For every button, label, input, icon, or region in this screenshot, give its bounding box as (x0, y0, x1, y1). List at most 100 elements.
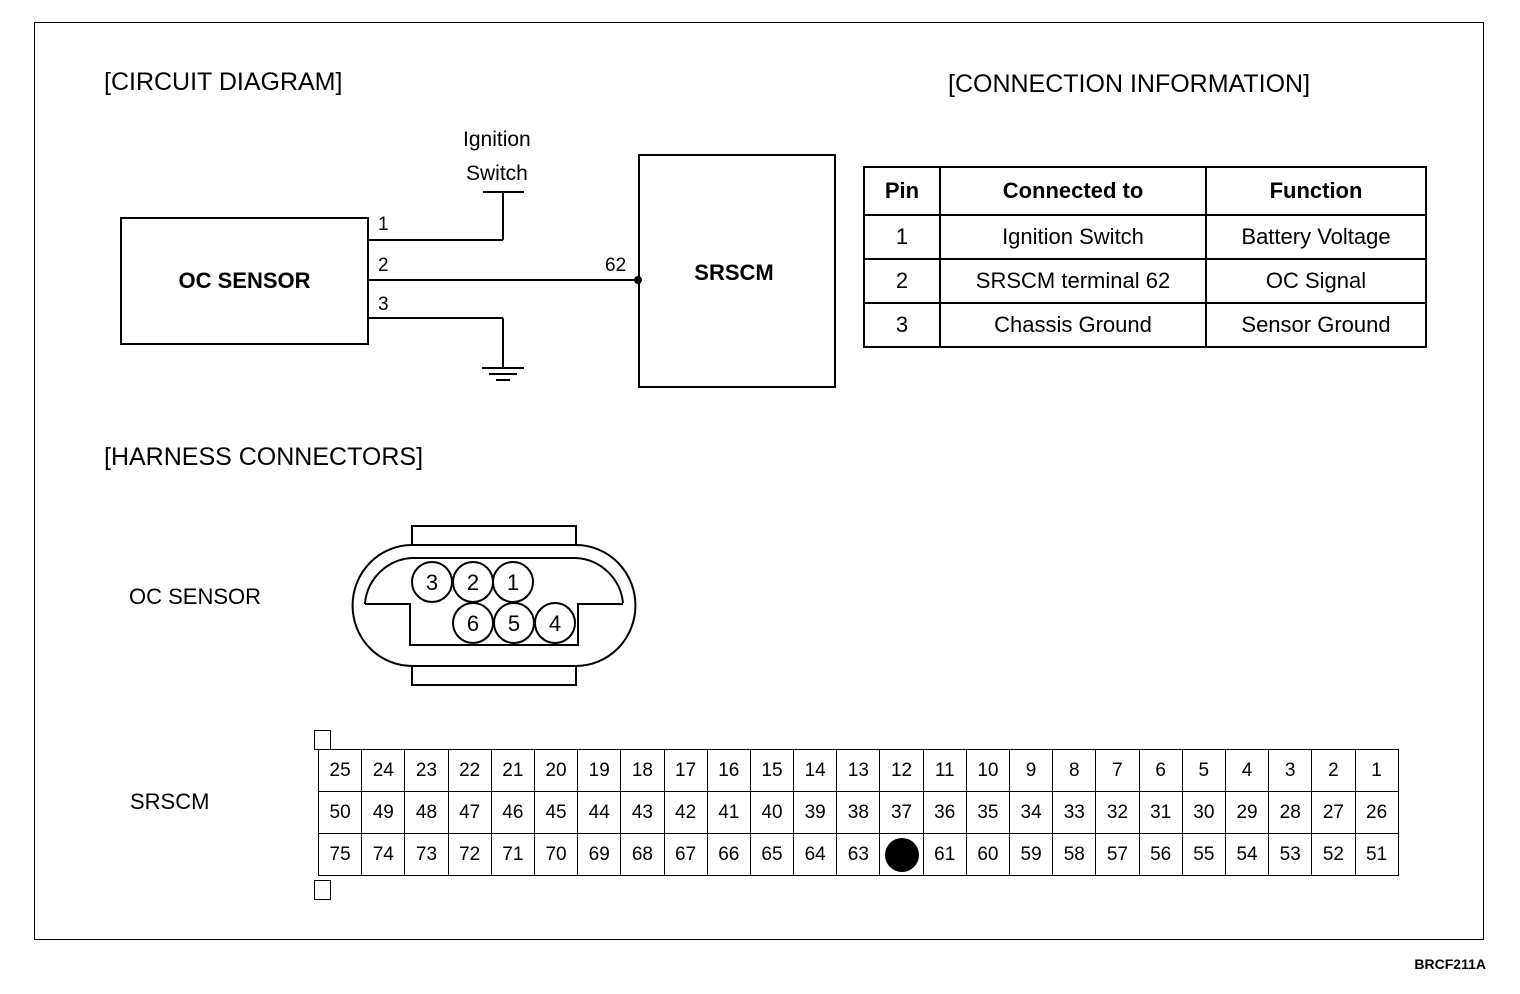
table-header-row: Pin Connected to Function (863, 166, 1427, 216)
pin-cell: 75 (318, 833, 363, 876)
pin-cell: 46 (490, 791, 535, 834)
connection-info-heading: [CONNECTION INFORMATION] (948, 70, 1311, 98)
pin-cell: 23 (404, 749, 449, 792)
pin-cell: 52 (1311, 833, 1356, 876)
pin-cell: 72 (447, 833, 492, 876)
pin-cell: 14 (793, 749, 838, 792)
figure-code: BRCF211A (1414, 956, 1486, 972)
terminal-62-label: 62 (605, 255, 627, 276)
pin-cell: 40 (749, 791, 795, 834)
highlighted-pin-dot (884, 837, 919, 872)
pin-cell: 68 (620, 833, 665, 876)
pin-cell: 15 (749, 749, 795, 792)
cell-function: OC Signal (1205, 258, 1427, 304)
pin-cell: 32 (1095, 791, 1140, 834)
pin-cell: 33 (1052, 791, 1097, 834)
table-row: 1 Ignition Switch Battery Voltage (863, 214, 1427, 260)
pin-cell: 4 (1224, 749, 1270, 792)
pin-cell: 25 (318, 749, 363, 792)
oc-sensor-connector-outline (351, 525, 637, 686)
pin-cell: 21 (490, 749, 535, 792)
pin-cell: 45 (533, 791, 579, 834)
cell-connected-to: SRSCM terminal 62 (939, 258, 1207, 304)
pin-cell: 57 (1095, 833, 1140, 876)
circuit-diagram-heading: [CIRCUIT DIAGRAM] (104, 68, 343, 96)
pin-cell: 56 (1138, 833, 1183, 876)
pin-cell: 55 (1181, 833, 1226, 876)
pin-cell: 42 (663, 791, 708, 834)
pin-cell: 20 (533, 749, 579, 792)
pin-cell: 5 (1181, 749, 1226, 792)
oc-pin-label: 3 (426, 570, 438, 595)
connection-info-table: Pin Connected to Function 1 Ignition Swi… (863, 166, 1427, 348)
oc-pin-label: 4 (549, 611, 561, 636)
pin-cell: 74 (361, 833, 406, 876)
pin-cell: 6 (1138, 749, 1183, 792)
pin1-label: 1 (378, 214, 389, 235)
oc-pin-label: 5 (508, 611, 520, 636)
pin-cell: 37 (879, 791, 924, 834)
cell-pin: 2 (863, 258, 941, 304)
pin-cell: 64 (793, 833, 838, 876)
pin-cell: 58 (1052, 833, 1097, 876)
pin-cell: 61 (922, 833, 967, 876)
pin-cell: 26 (1354, 791, 1399, 834)
header-pin: Pin (863, 166, 941, 216)
pin-cell: 31 (1138, 791, 1183, 834)
pin-cell: 50 (318, 791, 363, 834)
pin-cell: 53 (1268, 833, 1313, 876)
ground-icon (482, 367, 524, 381)
cell-function: Battery Voltage (1205, 214, 1427, 260)
pin-cell: 65 (749, 833, 795, 876)
pin-cell: 54 (1224, 833, 1270, 876)
oc-pin-label: 2 (467, 570, 479, 595)
pin-cell: 69 (577, 833, 622, 876)
pin-cell: 51 (1354, 833, 1399, 876)
pin-cell: 29 (1224, 791, 1270, 834)
oc-sensor-box: OC SENSOR (120, 217, 369, 345)
diagram-frame (34, 22, 1484, 940)
pin-cell: 27 (1311, 791, 1356, 834)
pin-cell: 28 (1268, 791, 1313, 834)
pin-cell: 70 (533, 833, 579, 876)
pin-cell: 13 (836, 749, 881, 792)
pin-cell: 3 (1268, 749, 1313, 792)
pin-cell: 49 (361, 791, 406, 834)
pin-cell: 34 (1009, 791, 1054, 834)
connector-tab-top (314, 730, 331, 750)
pin-cell: 12 (879, 749, 924, 792)
pin-cell: 63 (836, 833, 881, 876)
pin-cell: 10 (965, 749, 1010, 792)
pin-cell: 44 (577, 791, 622, 834)
pin-cell: 35 (965, 791, 1010, 834)
connector-tab-bottom (314, 880, 331, 900)
pin3-label: 3 (378, 294, 389, 315)
pin-cell: 43 (620, 791, 665, 834)
harness-oc-sensor-label: OC SENSOR (129, 584, 262, 609)
oc-sensor-pins (411, 561, 576, 644)
pin-cell: 8 (1052, 749, 1097, 792)
cell-function: Sensor Ground (1205, 302, 1427, 348)
harness-srscm-label: SRSCM (130, 789, 210, 814)
table-row: 3 Chassis Ground Sensor Ground (863, 302, 1427, 348)
oc-pin-label: 6 (467, 611, 479, 636)
pin-cell: 36 (922, 791, 967, 834)
pin-cell: 67 (663, 833, 708, 876)
oc-pin-label: 1 (507, 570, 519, 595)
cell-pin: 1 (863, 214, 941, 260)
pin-cell: 22 (447, 749, 492, 792)
pin-cell: 2 (1311, 749, 1356, 792)
pin-cell: 60 (965, 833, 1010, 876)
table-row: 2 SRSCM terminal 62 OC Signal (863, 258, 1427, 304)
cell-connected-to: Ignition Switch (939, 214, 1207, 260)
header-connected-to: Connected to (939, 166, 1207, 216)
pin-cell: 30 (1181, 791, 1226, 834)
pin-cell: 47 (447, 791, 492, 834)
pin-cell: 18 (620, 749, 665, 792)
cell-pin: 3 (863, 302, 941, 348)
pin-cell: 73 (404, 833, 449, 876)
